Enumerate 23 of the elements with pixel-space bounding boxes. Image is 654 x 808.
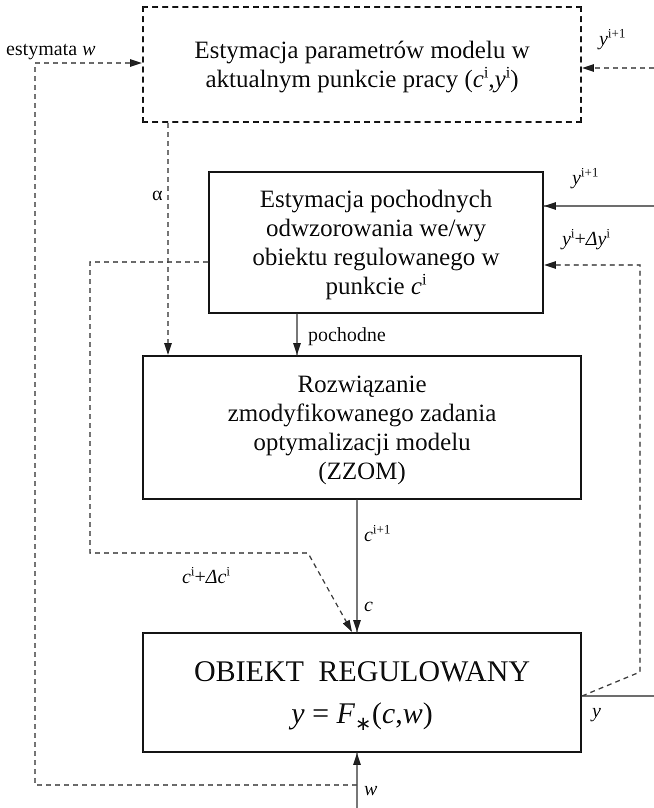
process-box [208, 171, 544, 314]
arrow [353, 500, 361, 632]
edge-label: y$^{i+1}$ [570, 167, 600, 189]
process-box [142, 355, 582, 500]
process-box [142, 6, 582, 123]
process-box [142, 632, 582, 753]
box-text: OBIEKT REGULOWANY [194, 654, 530, 690]
box-text: Estymacja pochodnych odwzorowania we/wy obiektu regulowanego w punkcie c$^{i}$ [251, 184, 501, 300]
edge-label: y$^{i}$+Δy$^{i}$ [560, 228, 612, 250]
edge-label: pochodne [306, 324, 388, 346]
dashed-arrow [164, 123, 172, 355]
box-text: Estymacja parametrów modelu w aktualnym punkcie pracy (c$^{i}$,y$^{i}$) [193, 36, 531, 94]
dashed-arrow [34, 59, 357, 786]
arrow [544, 202, 654, 210]
arrow [353, 753, 361, 808]
formula-text: y = F$_{∗}$(c,w) [291, 696, 433, 732]
edge-label: y$^{i+1}$ [597, 28, 628, 50]
signal-line [582, 695, 654, 697]
dashed-arrow [582, 64, 654, 72]
box-text: Rozwiązanie zmodyfikowanego zadania optymalizacji modelu (ZZOM) [226, 370, 498, 486]
dashed-arrow [89, 261, 353, 632]
arrow [293, 314, 301, 355]
dashed-arrow [544, 261, 641, 697]
